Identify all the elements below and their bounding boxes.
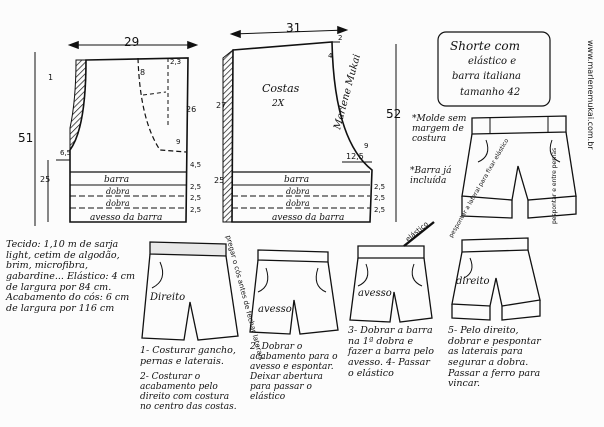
title-box [437, 31, 551, 107]
barra-note: *Barra já incluída [410, 166, 452, 187]
back-dim-27: 27 [216, 101, 226, 110]
step1-direito-label: Direito [149, 292, 185, 303]
front-height-label: 51 [18, 131, 33, 145]
materials-text: Tecido: 1,10 m de sarja light, cetim de … [6, 239, 135, 314]
back-piece [222, 25, 397, 223]
back-count: 2X [271, 99, 285, 109]
step2-illustration [249, 249, 339, 335]
step5-illustration [451, 237, 541, 321]
front-dim-2-3: 2,3 [170, 58, 181, 66]
back-width-label: 31 [286, 21, 301, 35]
back-label: Costas [262, 82, 300, 95]
watermark: www.marlenemukai.com.br [586, 40, 595, 150]
back-dim-9: 9 [364, 142, 368, 150]
step3-avesso-label: avesso [358, 288, 392, 299]
step5-pespontar-label: pespontar a lateral para fixar elástico [448, 137, 511, 239]
back-dim-4: 4 [328, 52, 333, 60]
front-dim-2-5c: 2,5 [190, 206, 201, 214]
back-dim-2-5c: 2,5 [374, 206, 385, 214]
step5-text: 5- Pelo direito, dobrar e pespontar as l… [448, 325, 541, 390]
title-line-4: tamanho 42 [460, 87, 520, 98]
finished-short-illustration [461, 115, 577, 219]
front-dim-25: 25 [40, 175, 50, 184]
step2-costura-text: 2- Costurar o acabamento pelo direito co… [140, 372, 237, 413]
step3-text: 3- Dobrar a barra na 1ª dobra e fazer a … [348, 325, 435, 379]
front-barra-label: barra [104, 175, 129, 185]
back-dim-2-5a: 2,5 [374, 183, 385, 191]
back-barra-label: barra [284, 175, 309, 185]
front-dim-8: 8 [140, 68, 145, 77]
front-dobra-label-1: dobra [106, 187, 130, 196]
front-dim-2-5b: 2,5 [190, 194, 201, 202]
title-line-3: barra italiana [452, 71, 521, 82]
back-height-label: 52 [386, 107, 401, 121]
back-dim-25: 25 [214, 176, 224, 185]
front-dim-9: 9 [176, 138, 180, 146]
back-dim-2-5b: 2,5 [374, 194, 385, 202]
title-line-1: Shorte com [450, 39, 520, 53]
front-piece [34, 40, 199, 226]
step3-illustration [349, 221, 435, 323]
back-avesso-label: avesso da barra [272, 213, 344, 223]
step5-pespontar-2-label: pespontar e entre pernas [551, 148, 558, 224]
front-width-label: 29 [124, 35, 139, 49]
back-dim-12-5: 12,5 [346, 152, 364, 161]
front-dim-6-5: 6,5 [60, 149, 71, 157]
front-dim-2-5a: 2,5 [190, 183, 201, 191]
step3-elastico-label: elástico [404, 220, 430, 243]
step2-text: 2- Dobrar o acabamento para o avesso e e… [250, 342, 338, 403]
back-dim-2: 2 [338, 34, 342, 42]
back-dobra-label-2: dobra [286, 199, 310, 208]
step5-direito-label: direito [456, 276, 490, 287]
front-dim-4-5: 4,5 [190, 161, 201, 169]
step2-avesso-label: avesso [258, 304, 292, 315]
step1-text: 1- Costurar gancho, pernas e laterais. [140, 345, 236, 367]
front-dim-26: 26 [186, 105, 196, 114]
front-dobra-label-2: dobra [106, 199, 130, 208]
molde-note: *Molde sem margem de costura [412, 114, 467, 145]
front-avesso-label: avesso da barra [90, 213, 162, 223]
step1-illustration [141, 241, 239, 341]
title-line-2: elástico e [468, 56, 516, 67]
front-dim-1: 1 [48, 73, 53, 82]
back-dobra-label-1: dobra [286, 187, 310, 196]
